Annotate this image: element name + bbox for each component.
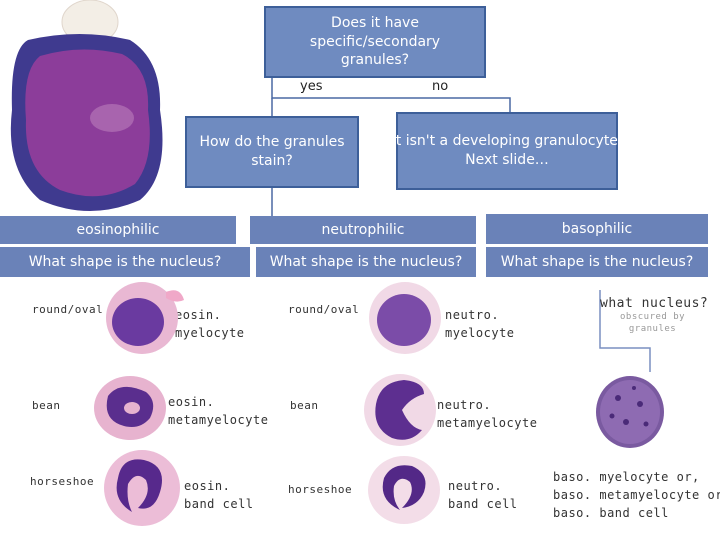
baso-obscured-note: obscured by granules — [620, 312, 686, 334]
baso-answer-label: baso. myelocyte or, baso. metamyelocyte … — [553, 470, 720, 520]
eosin-shape-round: round/oval — [32, 303, 104, 316]
eosin-band-image — [104, 450, 180, 526]
question-granules-box: Does it have specific/secondary granules… — [264, 6, 486, 78]
neutro-nucleus-question-band: What shape is the nucleus? — [256, 247, 476, 277]
not-granulocyte-box: It isn't a developing granulocyte. Next … — [392, 112, 622, 190]
neutro-myelocyte-label: neutro. myelocyte — [445, 308, 515, 340]
eosin-shape-horseshoe: horseshoe — [30, 475, 95, 488]
eosin-nucleus-question: What shape is the nucleus? — [28, 254, 222, 270]
basophil-image — [596, 376, 664, 448]
neutro-band-cell-label: neutro. band cell — [448, 479, 518, 511]
question-granules-text: Does it have specific/secondary granules… — [309, 14, 441, 69]
question-stain-box: How do the granules stain? — [185, 116, 359, 188]
eosinophilic-label: eosinophilic — [76, 222, 160, 238]
neutrophilic-band: neutrophilic — [250, 216, 476, 244]
baso-what-nucleus: what nucleus? — [600, 296, 709, 311]
baso-nucleus-question: What shape is the nucleus? — [500, 254, 694, 270]
neutro-shape-round: round/oval — [288, 303, 360, 316]
eosin-shape-bean: bean — [32, 399, 61, 412]
eosin-metamyelocyte-image — [94, 376, 166, 440]
eosin-nucleus-question-band: What shape is the nucleus? — [0, 247, 250, 277]
neutro-band-image — [368, 456, 440, 524]
eosinophilic-band: eosinophilic — [0, 216, 236, 244]
neutro-shape-horseshoe: horseshoe — [288, 483, 353, 496]
baso-nucleus-question-band: What shape is the nucleus? — [486, 247, 708, 277]
neutro-myelocyte-image — [369, 282, 441, 354]
eosin-myelocyte-label: eosin. myelocyte — [175, 308, 245, 340]
branch-yes-label: yes — [300, 79, 323, 94]
branch-no-label: no — [432, 79, 449, 94]
eosin-myelocyte-image — [106, 282, 184, 354]
neutrophilic-label: neutrophilic — [321, 222, 405, 238]
eosin-band-cell-label: eosin. band cell — [184, 479, 254, 511]
not-granulocyte-text: It isn't a developing granulocyte. Next … — [391, 133, 623, 168]
neutro-metamyelocyte-image — [364, 374, 436, 446]
basophilic-label: basophilic — [561, 221, 633, 237]
eosin-metamyelocyte-label: eosin. metamyelocyte — [168, 395, 269, 427]
question-stain-text: How do the granules stain? — [199, 134, 345, 169]
basophilic-band: basophilic — [486, 214, 708, 244]
neutro-shape-bean: bean — [290, 399, 319, 412]
neutro-nucleus-question: What shape is the nucleus? — [269, 254, 463, 270]
neutro-metamyelocyte-label: neutro. metamyelocyte — [437, 398, 538, 430]
